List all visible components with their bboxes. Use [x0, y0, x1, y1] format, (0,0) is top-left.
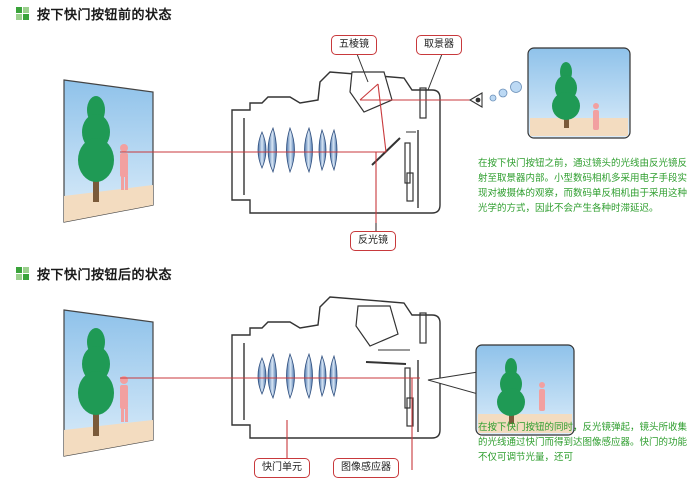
caption-before: 在按下快门按钮之前，通过镜头的光线由反光镜反射至取景器内部。小型数码相机多采用电… — [478, 158, 688, 214]
lens-group-after — [257, 352, 338, 400]
label-viewfinder: 取景器 — [416, 35, 462, 55]
section-title-text: 按下快门按钮后的状态 — [37, 267, 173, 283]
caption-after: 在按下快门按钮的同时，反光镜弹起，镜头所收集的光线通过快门而得到达图像感应器。快… — [478, 422, 688, 463]
eye-icon — [468, 92, 483, 108]
scene-panel-after — [63, 309, 154, 457]
thought-bubble-small — [489, 94, 497, 102]
camera-body-after — [231, 296, 441, 439]
section-bullet-icon — [16, 6, 29, 20]
eyepiece — [419, 87, 427, 119]
image-sensor — [406, 397, 414, 427]
viewfinder-image — [527, 47, 631, 139]
pentaprism-shape — [349, 71, 393, 113]
image-sensor — [406, 172, 414, 202]
label-shutter: 快门单元 — [254, 458, 310, 478]
section-title-after: 按下快门按钮后的状态 — [16, 264, 173, 283]
pentaprism-shape — [355, 305, 399, 347]
lens-group-before — [257, 126, 338, 174]
thought-bubble-large — [510, 81, 522, 93]
thought-bubble-medium — [498, 88, 508, 98]
section-title-text: 按下快门按钮前的状态 — [37, 7, 173, 23]
camera-body-before — [231, 71, 441, 214]
scene-panel-before — [63, 79, 154, 223]
reflex-mirror-raised — [365, 361, 407, 365]
section-title-before: 按下快门按钮前的状态 — [16, 4, 173, 23]
person-icon — [120, 144, 128, 190]
tree-icon — [78, 96, 114, 202]
label-pentaprism: 五棱镜 — [331, 35, 377, 55]
light-path-after — [120, 377, 420, 470]
sensor-image — [475, 344, 575, 436]
label-sensor: 图像感应器 — [333, 458, 399, 478]
label-mirror: 反光镜 — [350, 231, 396, 251]
tree-icon — [78, 328, 114, 436]
section-bullet-icon — [16, 266, 29, 280]
eyepiece — [419, 312, 427, 344]
sensor-callout-pointer — [427, 371, 479, 395]
